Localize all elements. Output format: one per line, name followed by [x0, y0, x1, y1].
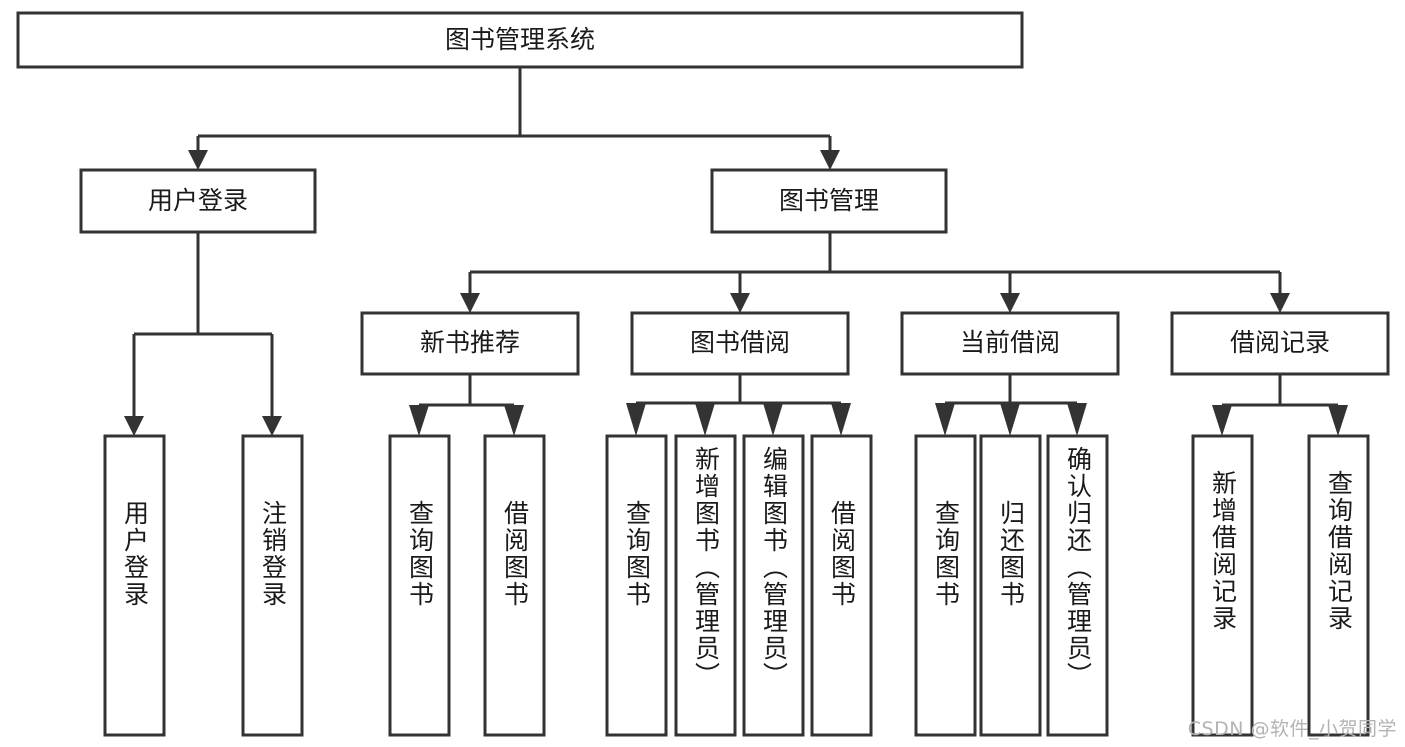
arrow-head-book-borrow: [730, 293, 750, 313]
node-new-book-recommend[interactable]: [360, 311, 580, 376]
node-root[interactable]: [16, 11, 1024, 69]
watermark-text: CSDN @软件_小贺同学: [1187, 718, 1397, 740]
connector-layer: [124, 67, 1348, 436]
node-leaf-query-book-3[interactable]: [914, 434, 977, 737]
node-leaf-query-book-2[interactable]: [605, 434, 668, 737]
node-leaf-borrow-book-2[interactable]: [810, 434, 873, 737]
arrow-head-borrow-record: [1270, 293, 1290, 313]
node-leaf-edit-book[interactable]: [742, 434, 805, 737]
node-user-login[interactable]: [79, 168, 317, 234]
node-leaf-return-book[interactable]: [979, 434, 1042, 737]
node-layer: 图书管理系统 用户登录 图书管理 新书推荐 图书借阅 当前借阅 借阅记录: [16, 11, 1390, 737]
arrow-head-leaf-borrow-book-2: [831, 403, 851, 436]
arrow-head-leaf-borrow-book-1: [504, 405, 524, 436]
arrow-head-leaf-user-login: [124, 416, 144, 436]
node-borrow-record[interactable]: [1170, 311, 1390, 376]
arrow-head-leaf-query-book-1: [409, 405, 429, 436]
node-book-borrow[interactable]: [630, 311, 850, 376]
arrow-head-leaf-query-book-2: [626, 403, 646, 436]
node-book-borrow-label: 图书借阅: [690, 328, 790, 357]
arrow-head-leaf-confirm-return: [1067, 403, 1087, 436]
node-leaf-user-login[interactable]: [103, 434, 166, 737]
arrow-head-leaf-return-book: [1000, 403, 1020, 436]
node-borrow-record-label: 借阅记录: [1230, 328, 1330, 357]
arrow-head-leaf-logout-login: [262, 416, 282, 436]
node-leaf-query-record[interactable]: [1307, 434, 1370, 737]
node-leaf-add-record[interactable]: [1191, 434, 1254, 737]
node-leaf-confirm-return[interactable]: [1046, 434, 1109, 737]
node-leaf-logout-login[interactable]: [241, 434, 304, 737]
node-book-manage[interactable]: [710, 168, 948, 234]
arrow-head-leaf-edit-book: [763, 403, 783, 436]
node-leaf-borrow-book-1[interactable]: [483, 434, 546, 737]
arrow-head-new-book-recommend: [460, 293, 480, 313]
arrow-head-leaf-add-record: [1212, 405, 1232, 436]
arrow-head-leaf-query-book-3: [935, 403, 955, 436]
arrow-head-current-borrow: [1000, 293, 1020, 313]
arrow-head-user-login: [188, 150, 208, 170]
arrow-head-leaf-query-record: [1328, 405, 1348, 436]
node-current-borrow[interactable]: [900, 311, 1120, 376]
node-leaf-query-book-1[interactable]: [388, 434, 451, 737]
arrow-head-leaf-add-book: [695, 403, 715, 436]
node-new-book-recommend-label: 新书推荐: [420, 328, 520, 357]
node-user-login-label: 用户登录: [148, 186, 248, 215]
node-current-borrow-label: 当前借阅: [960, 328, 1060, 357]
node-root-label: 图书管理系统: [445, 25, 595, 54]
arrow-head-book-manage: [820, 150, 840, 170]
node-book-manage-label: 图书管理: [779, 186, 879, 215]
node-leaf-add-book[interactable]: [674, 434, 737, 737]
